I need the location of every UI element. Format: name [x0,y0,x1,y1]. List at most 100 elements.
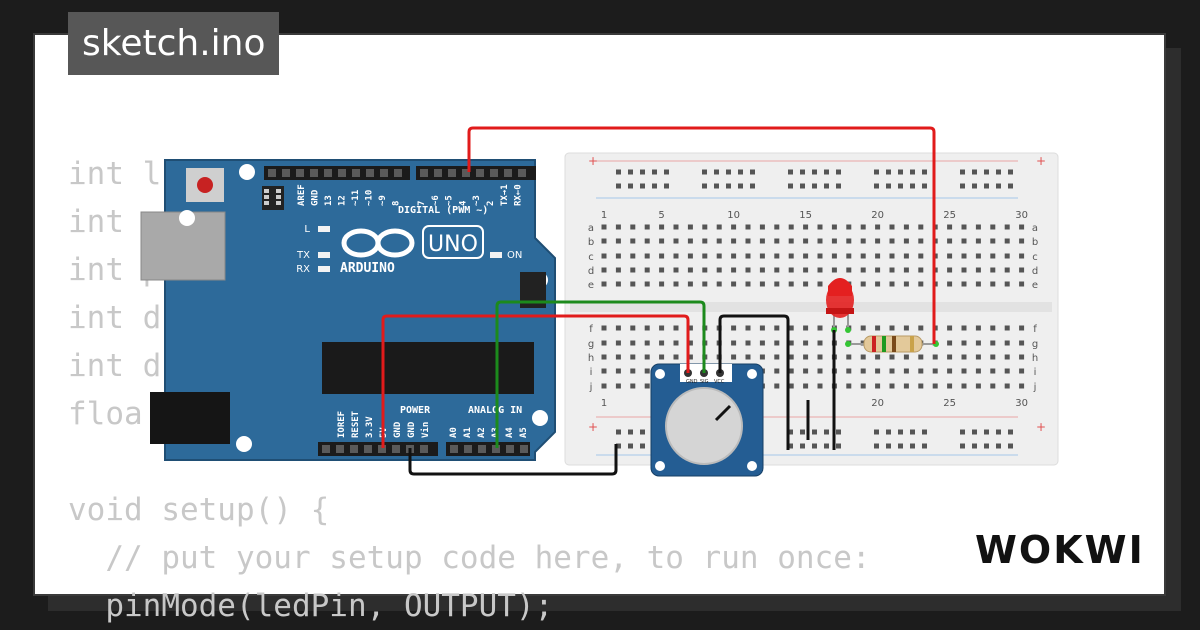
rail-hole [824,443,829,449]
breadboard-hole [731,267,737,273]
breadboard-hole [803,253,809,259]
header-pin [364,445,372,453]
breadboard-hole [918,281,924,287]
rail-hole [812,443,817,449]
breadboard-hole [716,267,722,273]
rail-hole [1008,183,1013,189]
breadboard-hole [875,325,881,331]
rail-hole [616,429,621,435]
breadboard-hole [673,253,679,259]
breadboard-hole [932,383,938,389]
breadboard-hole [601,368,607,374]
breadboard-hole [759,224,765,230]
breadboard-hole [716,281,722,287]
row-letter: g [588,339,594,350]
breadboard-hole [759,238,765,244]
breadboard-hole [687,238,693,244]
breadboard-hole [774,238,780,244]
digital-pin-label: ~5 [445,195,455,206]
rail-plus-label-right: + [1036,154,1046,168]
wire-5v-to-pot-vcc[interactable] [381,314,690,448]
wire-pot-gnd-to-breadboard[interactable] [718,314,790,450]
rail-hole [824,183,829,189]
breadboard-hole [860,368,866,374]
resistor[interactable] [845,335,939,353]
rail-hole [652,183,657,189]
breadboard-hole [803,238,809,244]
breadboard-hole [759,253,765,259]
breadboard-hole [860,267,866,273]
breadboard-hole [990,267,996,273]
breadboard-hole [630,253,636,259]
breadboard-hole [903,281,909,287]
breadboard-hole [687,253,693,259]
breadboard-hole [615,354,621,360]
rail-hole [702,183,707,189]
breadboard-hole [990,238,996,244]
breadboard-hole [1004,281,1010,287]
breadboard-hole [831,224,837,230]
rail-hole [616,443,621,449]
column-number: 20 [871,210,884,221]
breadboard-hole [817,383,823,389]
rail-hole [922,443,927,449]
column-number: 1 [601,210,607,221]
breadboard-hole [774,325,780,331]
breadboard-hole [687,224,693,230]
breadboard-hole [1019,253,1025,259]
breadboard-hole [875,368,881,374]
rail-hole [910,429,915,435]
pot-knob[interactable] [665,387,743,465]
column-number: 30 [1015,398,1028,409]
breadboard-hole [875,383,881,389]
rail-hole [886,183,891,189]
wire-a3-to-pot-sig[interactable] [495,300,706,448]
rail-hole [788,443,793,449]
rail-hole [984,169,989,175]
digital-pin-label: ~3 [472,195,482,206]
breadboard-hole [731,224,737,230]
breadboard-hole [947,238,953,244]
breadboard-hole [961,238,967,244]
breadboard-hole [860,224,866,230]
row-letter: d [588,266,594,277]
breadboard[interactable]: 1155101015202025253030aabbccddeeffgghhii… [564,152,1059,466]
power-pin-label: GND [393,421,403,438]
breadboard-hole [975,224,981,230]
analog-header [446,442,530,456]
rail-hole [628,183,633,189]
analog-pin-label: A5 [519,427,529,438]
breadboard-hole [716,224,722,230]
digital-pin-label: 8 [392,201,402,206]
icsp-pin [264,195,269,199]
wire-gnd-to-breadboard[interactable] [408,444,618,476]
analog-pin-label: A2 [477,427,487,438]
breadboard-hole [630,224,636,230]
breadboard-hole [846,354,852,360]
rail-hole [628,169,633,175]
breadboard-hole [774,340,780,346]
breadboard-hole [1019,238,1025,244]
wokwi-logo: WOKWI [975,528,1145,572]
breadboard-hole [889,238,895,244]
column-number: 30 [1015,210,1028,221]
breadboard-hole [846,224,852,230]
header-pin [268,169,276,177]
wire-pin4-to-resistor[interactable] [467,126,936,344]
breadboard-hole [745,267,751,273]
rail-hole [836,443,841,449]
breadboard-hole [788,383,794,389]
rail-hole [616,183,621,189]
led-rx-indicator [318,266,330,272]
icsp-pin [264,201,269,205]
breadboard-hole [673,224,679,230]
reset-button-cap[interactable] [197,177,213,193]
breadboard-hole [615,340,621,346]
breadboard-hole [990,253,996,259]
column-number: 10 [727,210,740,221]
breadboard-hole [817,253,823,259]
arduino-uno-board[interactable]: UNO ARDUINO DIGITAL (PWM ~) POWER ANALOG… [140,159,556,461]
breadboard-hole [803,267,809,273]
